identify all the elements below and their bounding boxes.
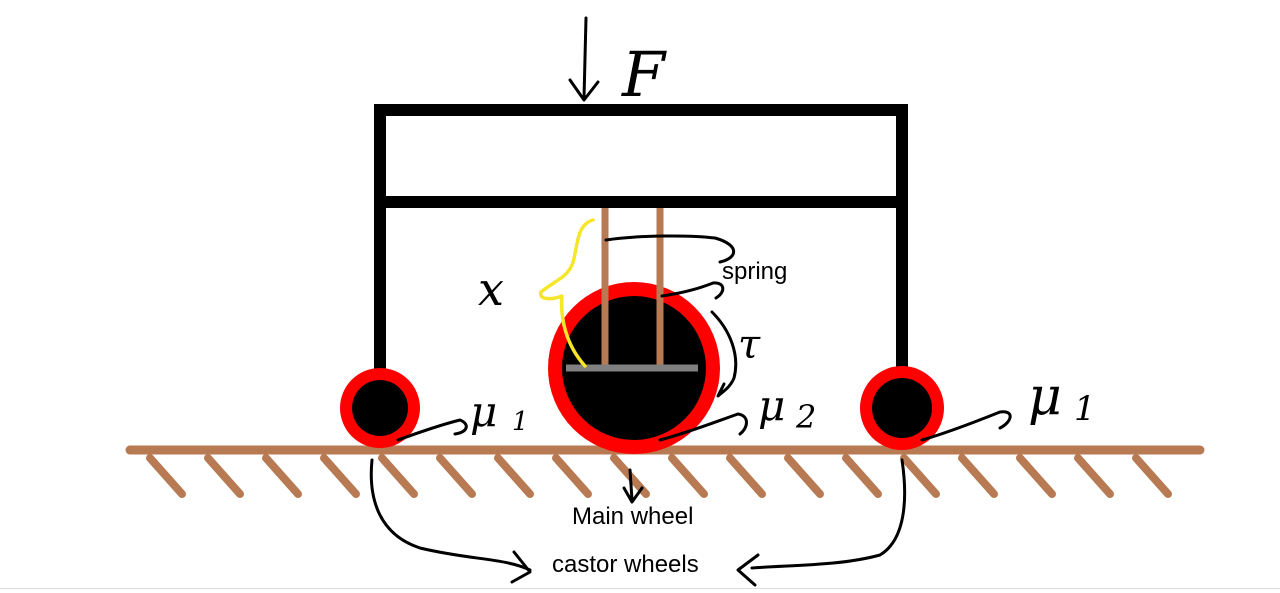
ground (125, 445, 1205, 498)
robot-frame (374, 104, 908, 385)
hatch-mark (958, 454, 998, 498)
hatch-mark (668, 454, 708, 498)
mu-right-label: μ (1028, 367, 1062, 427)
hatch-mark (146, 454, 186, 498)
mu-main-pointer (658, 412, 748, 442)
hatch-mark (262, 454, 302, 498)
force-arrow (568, 16, 600, 102)
displacement-bracket (538, 218, 595, 368)
spring-pointer-bottom (660, 281, 725, 300)
torque-label: τ (738, 322, 761, 368)
spring-pointer-top (604, 234, 736, 264)
mu-left-subscript: 1 (512, 407, 529, 437)
right-castor-hub (872, 378, 932, 438)
castor-pointer-right (736, 458, 907, 587)
mu-main-subscript: 2 (795, 398, 816, 436)
hatch-mark (378, 454, 418, 498)
main-wheel-pointer (622, 468, 644, 504)
ground-hatching (146, 454, 1172, 498)
displacement-label: x (478, 262, 504, 316)
hatch-mark (436, 454, 476, 498)
mu-left-pointer (396, 418, 468, 442)
hatch-mark (552, 454, 592, 498)
torque-bracket (710, 310, 738, 398)
right-castor-wheel (860, 366, 944, 450)
hatch-mark (1132, 454, 1172, 498)
hatch-mark (726, 454, 766, 498)
left-castor-wheel (340, 368, 420, 448)
hatch-mark (900, 454, 940, 498)
main-wheel-label: Main wheel (572, 503, 693, 530)
spring-assembly (566, 208, 698, 372)
force-label: F (621, 38, 667, 111)
castor-pointer-left (369, 458, 532, 584)
hatch-mark (1074, 454, 1114, 498)
hatch-mark (320, 454, 360, 498)
left-castor-hub (352, 380, 408, 436)
hatch-mark (784, 454, 824, 498)
chassis-box (374, 104, 908, 208)
bottom-divider (0, 588, 1280, 589)
mu-right-pointer (920, 410, 1012, 442)
hatch-mark (204, 454, 244, 498)
hatch-mark (1016, 454, 1056, 498)
hatch-mark (842, 454, 882, 498)
castor-wheels-label: castor wheels (552, 551, 699, 578)
mu-main-label: μ (758, 381, 785, 430)
mu-left-label: μ (470, 387, 497, 436)
hatch-mark (494, 454, 534, 498)
mu-right-subscript: 1 (1074, 389, 1096, 429)
spring-label: spring (722, 258, 787, 285)
